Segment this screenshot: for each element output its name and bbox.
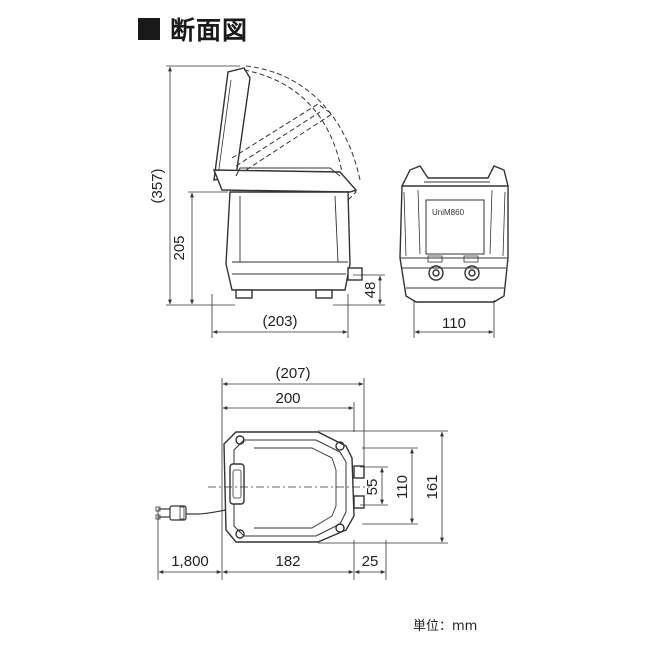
side-view <box>212 65 363 299</box>
product-model-label: UniM860 <box>432 208 465 217</box>
dim-side-total-height: (357) <box>149 168 166 203</box>
power-cord <box>155 505 227 521</box>
dim-front-width: 110 <box>442 315 466 332</box>
dim-side-depth: (203) <box>262 313 297 330</box>
front-view <box>399 165 509 303</box>
top-view <box>208 431 370 543</box>
side-view-dimensions <box>166 65 385 338</box>
unit-label: 単位：mm <box>413 619 478 634</box>
title-text: 断面図 <box>170 16 249 45</box>
dim-outlet-25: 25 <box>362 553 379 570</box>
dim-cord-length: 1,800 <box>171 553 209 570</box>
dim-top-182: 182 <box>275 553 300 570</box>
dim-top-overall-width: (207) <box>275 365 310 382</box>
top-view-dimensions <box>157 378 448 580</box>
section-title: 断面図 <box>138 12 248 46</box>
dim-top-110: 110 <box>394 475 411 499</box>
dim-top-55: 55 <box>364 479 381 496</box>
dim-side-outlet-height: 48 <box>362 282 379 299</box>
dim-top-depth-161: 161 <box>424 474 441 499</box>
dim-side-body-height: 205 <box>171 235 188 260</box>
title-square-bullet <box>138 18 160 40</box>
dim-top-body-width: 200 <box>275 390 300 407</box>
front-view-dimensions <box>413 300 495 338</box>
